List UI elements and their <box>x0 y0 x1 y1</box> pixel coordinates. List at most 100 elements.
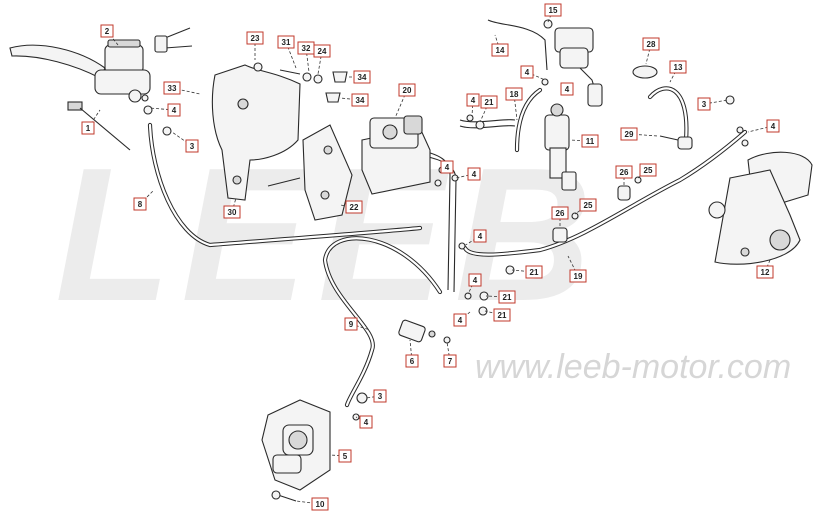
callout-c10: 10 <box>311 497 329 511</box>
callout-box <box>480 95 498 109</box>
callout-box <box>351 93 369 107</box>
callout-c9: 9 <box>344 317 358 331</box>
callout-number: 6 <box>410 357 415 366</box>
callout-box <box>338 449 352 463</box>
callout-number: 29 <box>625 130 634 139</box>
callout-number: 23 <box>251 34 260 43</box>
callout-box <box>525 265 543 279</box>
callout-c4j: 4 <box>359 415 373 429</box>
callout-number: 18 <box>510 90 519 99</box>
callout-box <box>359 415 373 429</box>
callout-number: 31 <box>282 38 291 47</box>
callout-box <box>498 290 516 304</box>
callout-number: 3 <box>702 100 707 109</box>
callout-box <box>443 354 457 368</box>
callout-number: 3 <box>378 392 383 401</box>
leader-line <box>485 295 508 298</box>
callout-number: 10 <box>316 500 325 509</box>
leader-line <box>317 50 323 75</box>
callout-number: 25 <box>644 166 653 175</box>
callout-c31: 31 <box>277 35 295 49</box>
rear-master-cylinder-11 <box>544 103 577 191</box>
callout-box <box>344 317 358 331</box>
callout-number: 4 <box>471 96 476 105</box>
callout-c34b: 34 <box>351 93 369 107</box>
callout-box <box>100 24 114 38</box>
callout-number: 5 <box>343 452 348 461</box>
leader-line <box>569 139 591 142</box>
callout-number: 24 <box>318 47 327 56</box>
callout-box <box>467 167 481 181</box>
wheel-sensor-29 <box>659 135 693 150</box>
callout-number: 4 <box>472 170 477 179</box>
callout-box <box>579 198 597 212</box>
callout-c24: 24 <box>313 44 331 58</box>
callout-c28: 28 <box>642 37 660 51</box>
callout-c21d: 21 <box>493 308 511 322</box>
callout-box <box>133 197 147 211</box>
callout-box <box>185 139 199 153</box>
sensor-cable-14 <box>487 19 548 71</box>
clamp-28 <box>632 65 658 79</box>
callout-box <box>642 37 660 51</box>
leader-line <box>513 93 518 121</box>
hose-8 <box>147 122 423 248</box>
callout-box <box>223 205 241 219</box>
callout-box <box>581 134 599 148</box>
abs-mount-22 <box>267 124 353 221</box>
callout-c26b: 26 <box>615 165 633 179</box>
callout-box <box>669 60 687 74</box>
callout-number: 15 <box>549 6 558 15</box>
watermark-url: www.leeb-motor.com <box>475 348 791 386</box>
leader-line <box>747 125 774 133</box>
abs-modulator-20 <box>361 115 431 195</box>
callout-number: 9 <box>349 320 354 329</box>
banjo-bolt <box>162 126 172 136</box>
rear-reservoir-15 <box>543 19 603 107</box>
callout-number: 30 <box>228 208 237 217</box>
leader-line <box>567 255 579 277</box>
callout-c21a: 21 <box>480 95 498 109</box>
mirror-clamp-bolts <box>154 27 193 53</box>
callout-c4b: 4 <box>467 167 481 181</box>
callout-box <box>620 127 638 141</box>
callout-number: 19 <box>574 272 583 281</box>
callout-c19: 19 <box>569 269 587 283</box>
callout-box <box>569 269 587 283</box>
callout-box <box>353 70 371 84</box>
callout-number: 26 <box>620 168 629 177</box>
callout-number: 4 <box>473 276 478 285</box>
callout-box <box>373 389 387 403</box>
callout-c4d: 4 <box>520 65 534 79</box>
callout-c30: 30 <box>223 205 241 219</box>
callout-number: 25 <box>584 201 593 210</box>
callout-c8: 8 <box>133 197 147 211</box>
abs-bracket-30 <box>211 64 301 201</box>
callout-box <box>493 308 511 322</box>
callout-c4c: 4 <box>466 93 480 107</box>
callout-number: 32 <box>302 44 311 53</box>
callout-c21b: 21 <box>525 265 543 279</box>
callout-number: 14 <box>496 46 505 55</box>
callout-number: 13 <box>674 63 683 72</box>
callout-box <box>311 497 329 511</box>
callout-box <box>491 43 509 57</box>
leader-line <box>463 235 481 247</box>
hose-18 <box>514 87 543 153</box>
callout-box <box>466 93 480 107</box>
callout-number: 4 <box>565 85 570 94</box>
callout-box <box>277 35 295 49</box>
leader-line <box>171 131 193 147</box>
callout-c4a: 4 <box>167 103 181 117</box>
washer <box>143 105 153 115</box>
callout-box <box>246 31 264 45</box>
callout-c21c: 21 <box>498 290 516 304</box>
callout-box <box>520 65 534 79</box>
front-caliper-5 <box>261 399 331 502</box>
callout-box <box>81 121 95 135</box>
hose-guides-26 <box>552 176 642 243</box>
callout-number: 21 <box>503 293 512 302</box>
callout-box <box>440 160 454 174</box>
callout-number: 2 <box>105 27 110 36</box>
